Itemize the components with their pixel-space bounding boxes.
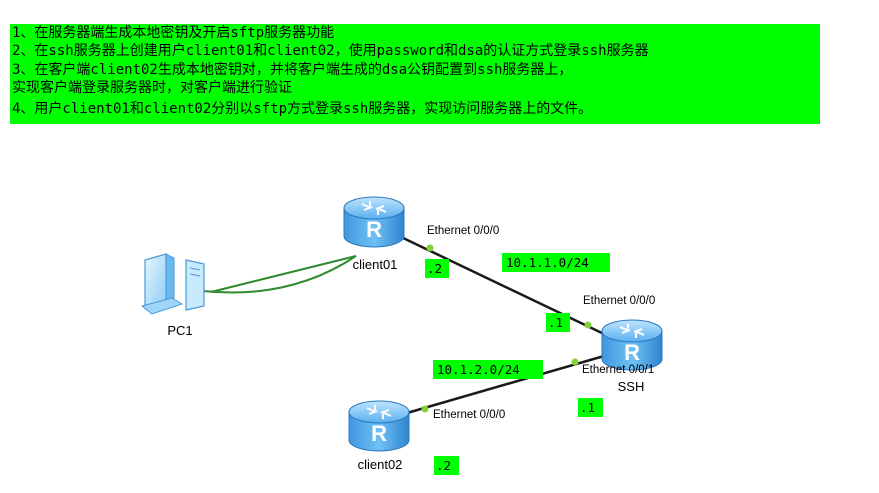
task-line-3: 3、在客户端client02生成本地密钥对，并将客户端生成的dsa公钥配置到ss… [12,62,573,78]
tag-net2: 10.1.2.0/24 [433,360,543,379]
tag-client01-ip-text: .2 [427,261,442,276]
port-label-ssh-e000: Ethernet 0/0/0 [583,295,655,307]
router-icon[interactable] [343,196,405,248]
link-client02-ssh [406,354,605,415]
tag-client02-ip-text: .2 [436,458,451,473]
port-dot-client01 [426,244,434,252]
console-link-curve [202,255,357,294]
task-line-3-cont: 实现客户端登录服务器时，对客户端进行验证 [12,80,292,96]
task-line-4: 4、用户client01和client02分别以sftp方式登录ssh服务器，实… [12,101,593,117]
tag-ssh-e000-ip-text: .1 [548,315,563,330]
task-line-1: 1、在服务器端生成本地密钥及开启sftp服务器功能 [12,25,335,41]
port-dot-ssh-e000 [584,321,592,329]
task-description-box: 1、在服务器端生成本地密钥及开启sftp服务器功能 2、在ssh服务器上创建用户… [10,24,820,124]
port-dot-ssh-e001 [571,358,579,366]
port-dot-client02 [421,405,429,413]
link-client01-ssh [400,235,605,336]
client02-label: client02 [358,457,403,472]
router-icon[interactable] [348,400,410,452]
console-link [210,255,357,293]
tag-net1: 10.1.1.0/24 [502,253,610,272]
tag-net2-text: 10.1.2.0/24 [437,362,520,377]
tag-ssh-e000-ip: .1 [546,313,570,332]
pc-icon[interactable] [140,253,205,315]
tag-net1-text: 10.1.1.0/24 [506,255,589,270]
port-label-ssh-e001: Ethernet 0/0/1 [582,364,654,376]
router-icon[interactable] [601,319,663,371]
task-line-2: 2、在ssh服务器上创建用户client01和client02，使用passwo… [12,43,649,59]
port-label-client02-e000: Ethernet 0/0/0 [433,409,505,421]
port-label-client01-e000: Ethernet 0/0/0 [427,225,499,237]
tag-client02-ip: .2 [434,456,459,475]
pc1-label: PC1 [167,323,192,338]
tag-ssh-e001-ip: .1 [578,398,603,417]
tag-ssh-e001-ip-text: .1 [580,400,595,415]
tag-client01-ip: .2 [425,259,449,278]
client01-label: client01 [353,257,398,272]
ssh-label: SSH [618,379,645,394]
